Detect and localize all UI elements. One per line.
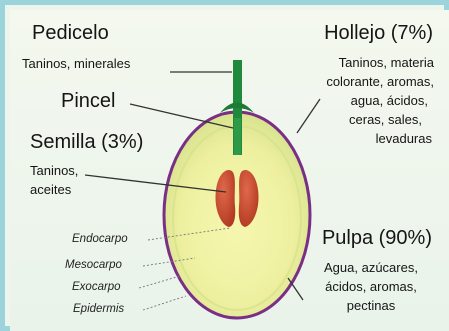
label-pedicelo: Pedicelo [32, 22, 109, 44]
label-hollejo-desc-4: ceras, sales, [349, 112, 422, 127]
line-semilla [84, 174, 227, 193]
label-semilla-desc-2: aceites [30, 182, 72, 197]
label-mesocarpo: Mesocarpo [65, 259, 122, 271]
line-pulpa [287, 277, 304, 301]
label-semilla: Semilla (3%) [30, 131, 144, 153]
label-epidermis: Epidermis [73, 303, 125, 315]
label-exocarpo: Exocarpo [72, 281, 121, 293]
pincel [234, 118, 241, 155]
label-pedicelo-desc: Taninos, minerales [22, 56, 131, 71]
label-pulpa-desc-1: Agua, azúcares, [324, 260, 418, 275]
line-exocarpo [138, 275, 181, 289]
line-mesocarpo [142, 257, 196, 267]
label-semilla-desc-1: Taninos, [30, 163, 79, 178]
label-hollejo-desc-3: agua, ácidos, [350, 93, 428, 108]
label-hollejo-desc-2: colorante, aromas, [326, 74, 434, 89]
line-endocarpo [147, 227, 231, 241]
label-hollejo-desc-5: levaduras [375, 131, 432, 146]
seed-right [238, 170, 259, 227]
line-epidermis [142, 295, 187, 311]
label-pulpa: Pulpa (90%) [321, 227, 432, 249]
label-endocarpo: Endocarpo [72, 233, 128, 245]
label-hollejo: Hollejo (7%) [324, 22, 433, 44]
line-hollejo [296, 98, 321, 134]
seed-left [215, 170, 236, 227]
label-hollejo-desc-1: Taninos, materia [338, 55, 434, 70]
receptacle [220, 102, 254, 113]
line-pincel [129, 103, 234, 129]
label-pincel: Pincel [61, 90, 116, 112]
label-pulpa-desc-2: ácidos, aromas, [325, 279, 417, 294]
label-pulpa-desc-3: pectinas [346, 298, 396, 313]
